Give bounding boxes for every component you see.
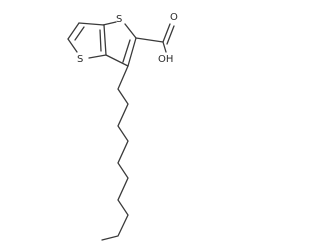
bond-c6-c5-double xyxy=(74,26,85,41)
bond-c3-c2-double xyxy=(122,39,131,63)
bond-carbonyl-double xyxy=(166,25,175,45)
bond-c6a-c3a-double xyxy=(99,29,102,52)
bond-c3-c2 xyxy=(127,37,137,67)
bond-c3a-c3 xyxy=(105,54,129,67)
bond-c2-s1 xyxy=(124,23,137,39)
bond-c6a-c3a xyxy=(103,24,107,56)
bond-c2-ccooh xyxy=(135,37,164,43)
bond-c5-s4 xyxy=(67,38,78,53)
left-thiophene-ring xyxy=(67,22,107,59)
bond-s4-c3a xyxy=(88,54,107,59)
bond-c6-c5 xyxy=(67,22,80,40)
bond-s1-c6a xyxy=(102,21,117,26)
carboxylic-acid-group xyxy=(135,23,175,53)
hydroxyl-label: OH xyxy=(158,54,173,65)
molecule-structure: S S O OH xyxy=(67,12,178,241)
sulfur-label-right: S xyxy=(116,14,122,25)
bond-carbonyl xyxy=(162,23,171,43)
oxygen-label: O xyxy=(170,12,178,23)
bond-c6a-c6 xyxy=(78,22,105,26)
alkyl-chain-bonds xyxy=(101,65,129,241)
sulfur-label-left: S xyxy=(77,54,83,65)
alkyl-chain xyxy=(101,65,129,241)
right-thiophene-ring xyxy=(102,21,137,67)
bond-c-oh xyxy=(162,41,167,53)
